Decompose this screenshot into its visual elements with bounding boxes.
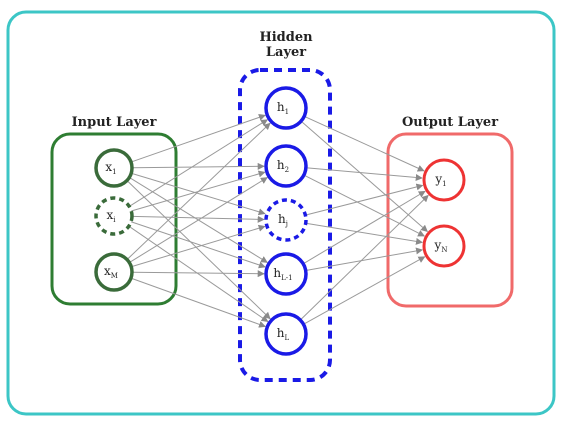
hidden-node-2: h2 xyxy=(264,144,308,188)
input-node-1: x1 xyxy=(94,148,134,188)
input-node-circle xyxy=(94,148,134,188)
hidden-node-label: hL xyxy=(277,326,290,342)
edge-hidden2-output2 xyxy=(303,174,425,237)
edge-hidden4-output2 xyxy=(305,247,424,272)
hidden-node-base: h xyxy=(278,212,286,226)
hidden-node-base: h xyxy=(277,158,285,172)
hidden-node-base: h xyxy=(273,266,281,280)
edge-input3-hidden1 xyxy=(126,122,271,260)
edge-hidden1-output2 xyxy=(300,120,428,232)
hidden-node-label: hL-1 xyxy=(273,266,292,282)
hidden-node-subscript: j xyxy=(285,220,288,228)
edge-input1-hidden1 xyxy=(130,114,266,163)
edge-input2-hidden3 xyxy=(131,215,265,223)
output-node-base: y xyxy=(434,238,442,252)
output-node-label: yN xyxy=(434,238,448,254)
edge-input2-hidden5 xyxy=(128,225,269,322)
connection-edges xyxy=(126,114,429,328)
edge-hidden5-output2 xyxy=(303,256,426,325)
hidden-node-circle xyxy=(264,144,308,188)
edge-hidden4-output1 xyxy=(302,190,426,265)
edge-hidden5-output1 xyxy=(299,194,429,321)
edge-input3-hidden3 xyxy=(131,224,266,268)
hidden-node-subscript: 2 xyxy=(285,166,289,174)
input-node-base: x xyxy=(104,264,111,278)
hidden-node-base: h xyxy=(277,326,285,340)
output-node-1: y1 xyxy=(422,158,466,202)
input-node-label: xi xyxy=(106,208,116,224)
output-node-subscript: 1 xyxy=(442,180,446,188)
input-node-label: x1 xyxy=(105,160,116,176)
input-node-subscript: M xyxy=(111,272,118,280)
output-node-label: y1 xyxy=(434,172,446,188)
input-node-base: x xyxy=(105,160,112,174)
hidden-node-subscript: 1 xyxy=(285,108,289,116)
input-node-subscript: i xyxy=(113,216,116,224)
input-node-base: x xyxy=(106,208,113,222)
hidden-node-circle xyxy=(264,86,308,130)
hidden-node-subscript: L xyxy=(285,334,290,342)
hidden-node-label: h1 xyxy=(277,100,289,116)
edge-input2-hidden4 xyxy=(130,221,266,269)
edge-hidden2-output1 xyxy=(305,167,423,181)
edge-input3-hidden5 xyxy=(130,277,266,328)
edge-input1-hidden5 xyxy=(126,180,271,320)
input-layer-box xyxy=(50,132,178,306)
output-node-base: y xyxy=(434,172,442,186)
edge-hidden3-output2 xyxy=(305,222,423,245)
hidden-node-circle xyxy=(264,252,308,296)
hidden-node-circle xyxy=(264,312,308,356)
hidden-layer-title-line1: Hidden xyxy=(259,30,313,45)
hidden-node-5: hL xyxy=(264,312,308,356)
hidden-node-label: h2 xyxy=(277,158,289,174)
edge-hidden3-output1 xyxy=(305,183,424,216)
hidden-node-label: hj xyxy=(278,212,288,228)
edge-hidden1-output1 xyxy=(303,115,425,172)
hidden-node-1: h1 xyxy=(264,86,308,130)
edge-input2-hidden1 xyxy=(128,119,268,207)
output-node-2: yN xyxy=(422,224,466,268)
hidden-node-base: h xyxy=(277,100,285,114)
hidden-node-circle xyxy=(264,198,308,242)
edge-input1-hidden2 xyxy=(131,162,265,170)
hidden-node-subscript: L-1 xyxy=(281,274,292,282)
input-node-label: xM xyxy=(104,264,118,280)
hidden-node-3: hj xyxy=(264,198,308,242)
output-layer-box xyxy=(386,132,514,308)
input-node-circle xyxy=(94,252,134,292)
hidden-node-4: hL-1 xyxy=(264,252,308,296)
hidden-layer-title-line2: Layer xyxy=(266,45,306,60)
input-node-3: xM xyxy=(94,252,134,292)
output-node-subscript: N xyxy=(441,246,447,254)
input-node-2: xi xyxy=(94,196,134,236)
input-node-circle xyxy=(94,196,134,236)
output-node-circle xyxy=(422,158,466,202)
output-node-circle xyxy=(422,224,466,268)
hidden-layer-box xyxy=(238,68,332,382)
input-node-subscript: 1 xyxy=(112,168,116,176)
edge-input3-hidden2 xyxy=(129,177,268,263)
input-layer-title: Input Layer xyxy=(72,115,157,130)
output-layer-title: Output Layer xyxy=(402,115,498,130)
edge-input3-hidden4 xyxy=(131,270,265,278)
edge-input1-hidden3 xyxy=(131,172,266,216)
